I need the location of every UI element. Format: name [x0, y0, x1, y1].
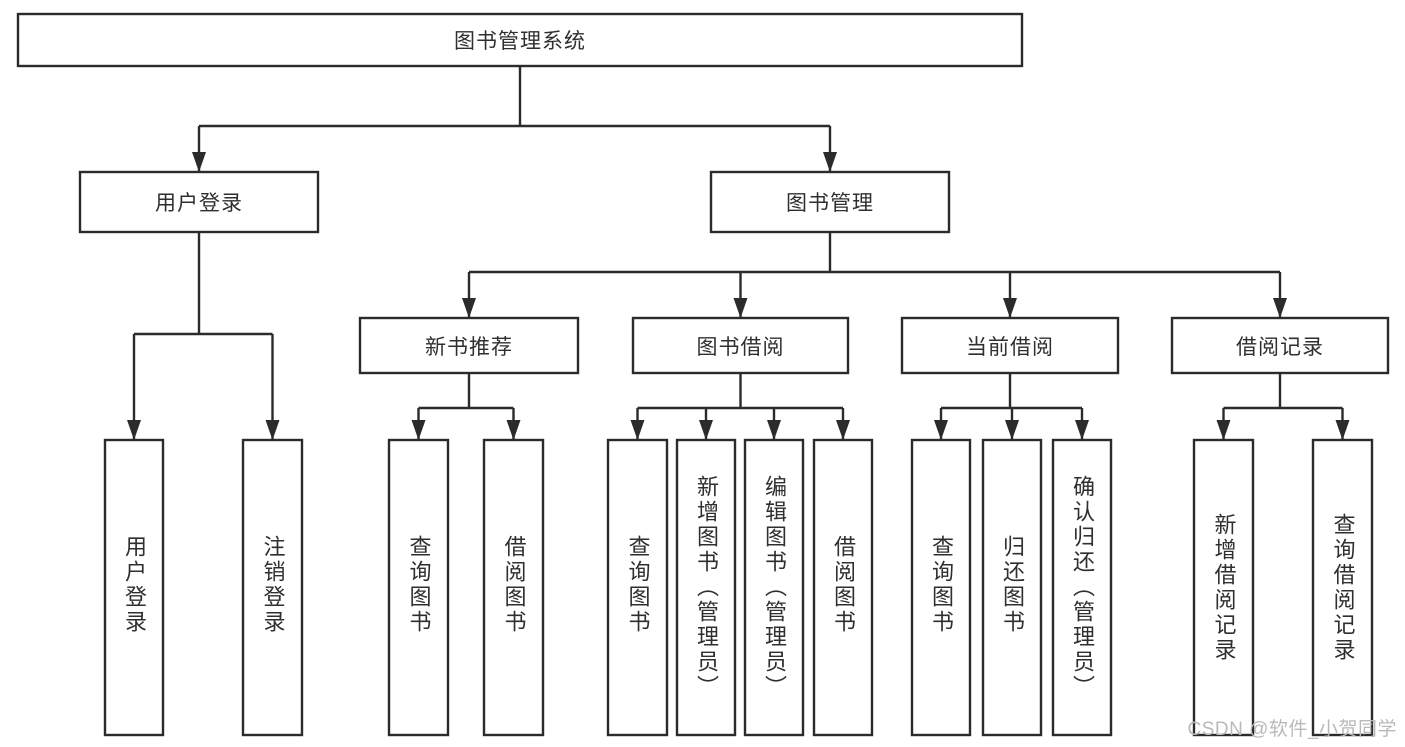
node-leaf-borrow-book-1[interactable]: [482, 438, 545, 737]
node-leaf-add-book[interactable]: [675, 438, 737, 737]
borrow-record-leaf-arrowhead-0: [1216, 420, 1231, 440]
node-leaf-add-record[interactable]: [1192, 438, 1255, 737]
node-borrow-record[interactable]: [1170, 316, 1390, 375]
current-borrow-leaf-arrowhead-2: [1075, 420, 1089, 440]
book-manage-arrowhead-1: [733, 298, 748, 318]
node-book-borrow[interactable]: [631, 316, 850, 375]
node-root[interactable]: [16, 12, 1024, 68]
book-borrow-leaf-arrowhead-3: [836, 420, 850, 440]
root-arrowhead-0: [192, 152, 206, 172]
node-leaf-query-book-3[interactable]: [910, 438, 972, 737]
node-leaf-user-login[interactable]: [103, 438, 165, 737]
node-leaf-query-record[interactable]: [1311, 438, 1374, 737]
book-borrow-leaf-arrowhead-0: [630, 420, 645, 440]
current-borrow-leaf-arrowhead-1: [1005, 420, 1019, 440]
book-manage-arrowhead-0: [462, 298, 476, 318]
node-current-borrow[interactable]: [900, 316, 1120, 375]
book-borrow-leaf-arrowhead-2: [767, 420, 781, 440]
node-leaf-user-logout[interactable]: [241, 438, 304, 737]
current-borrow-leaf-arrowhead-0: [934, 420, 948, 440]
node-leaf-confirm-return[interactable]: [1051, 438, 1113, 737]
connector-layer: [132, 66, 1344, 440]
user-login-leaf-arrowhead-1: [265, 420, 280, 440]
borrow-record-leaf-arrowhead-1: [1335, 420, 1350, 440]
node-new-book-rec[interactable]: [358, 316, 580, 375]
new-book-rec-leaf-arrowhead-1: [506, 420, 521, 440]
node-leaf-edit-book[interactable]: [743, 438, 805, 737]
user-login-leaf-arrowhead-0: [127, 420, 141, 440]
book-manage-arrowhead-2: [1003, 298, 1017, 318]
arrowhead-layer: [127, 152, 1350, 440]
watermark-text: CSDN @软件_小贺同学: [1187, 719, 1397, 740]
node-leaf-query-book-1[interactable]: [387, 438, 450, 737]
node-box-layer: [16, 12, 1390, 737]
new-book-rec-leaf-arrowhead-0: [411, 420, 426, 440]
node-leaf-borrow-book-2[interactable]: [812, 438, 874, 737]
node-user-login[interactable]: [78, 170, 320, 234]
root-arrowhead-1: [823, 152, 837, 172]
node-leaf-return-book[interactable]: [981, 438, 1043, 737]
book-borrow-leaf-arrowhead-1: [699, 420, 713, 440]
node-leaf-query-book-2[interactable]: [606, 438, 669, 737]
book-manage-arrowhead-3: [1273, 298, 1287, 318]
node-book-manage[interactable]: [709, 170, 951, 234]
